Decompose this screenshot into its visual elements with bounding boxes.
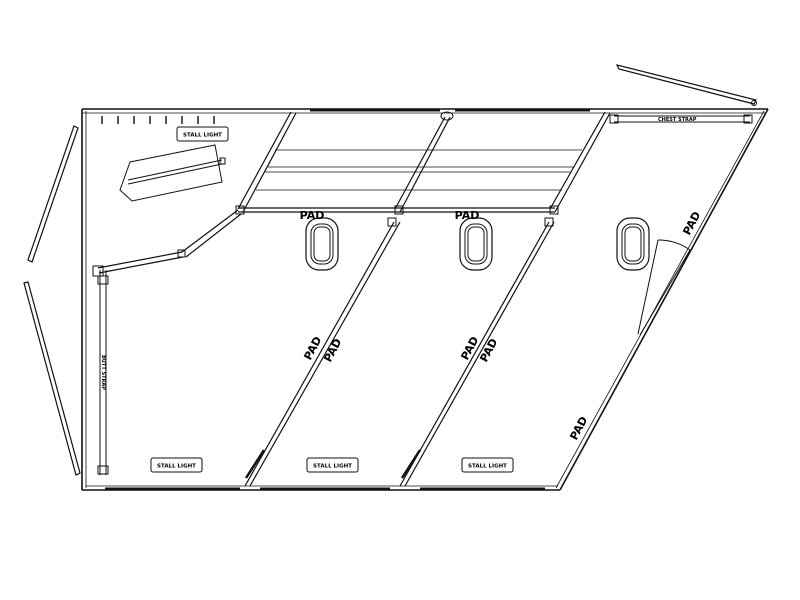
divider-3 (549, 111, 611, 213)
cross-rail (235, 111, 559, 215)
rear-door-lower (23, 281, 81, 476)
rear-door-upper (27, 125, 79, 263)
chest-strap: CHEST STRAP (609, 114, 753, 124)
trailer-outline (81, 108, 769, 491)
stall-light-top: STALL LIGHT (176, 126, 229, 142)
divider-2 (394, 116, 451, 213)
stall-light-2: STALL LIGHT (306, 457, 359, 473)
pad-label-diag-1b: PAD (321, 336, 344, 364)
stall-pad-3 (637, 239, 691, 336)
head-bars (256, 149, 582, 191)
stall-light-top-label: STALL LIGHT (183, 133, 222, 139)
escape-door (615, 64, 757, 106)
window-1 (305, 217, 339, 271)
divider-1 (237, 111, 297, 213)
window-2 (459, 217, 493, 271)
stall-pad-2 (399, 217, 555, 487)
window-3 (616, 217, 650, 271)
pad-label-top-1: PAD (300, 209, 325, 222)
butt-strap: BUTT STRAP (97, 270, 109, 475)
rear-divider-arm (92, 209, 242, 277)
tack-hooks (101, 116, 215, 124)
butt-strap-label: BUTT STRAP (100, 355, 106, 390)
stall-light-3: STALL LIGHT (461, 457, 514, 473)
stall-pad-1 (244, 217, 401, 487)
pad-label-diag-3: PAD (567, 414, 590, 442)
stall-light-1-label: STALL LIGHT (157, 464, 196, 470)
stall-light-2-label: STALL LIGHT (313, 464, 352, 470)
saddle-rack (119, 144, 226, 202)
pad-label-top-2: PAD (455, 209, 480, 222)
stall-light-1: STALL LIGHT (150, 457, 203, 473)
stall-light-3-label: STALL LIGHT (468, 464, 507, 470)
chest-strap-label: CHEST STRAP (658, 117, 697, 123)
